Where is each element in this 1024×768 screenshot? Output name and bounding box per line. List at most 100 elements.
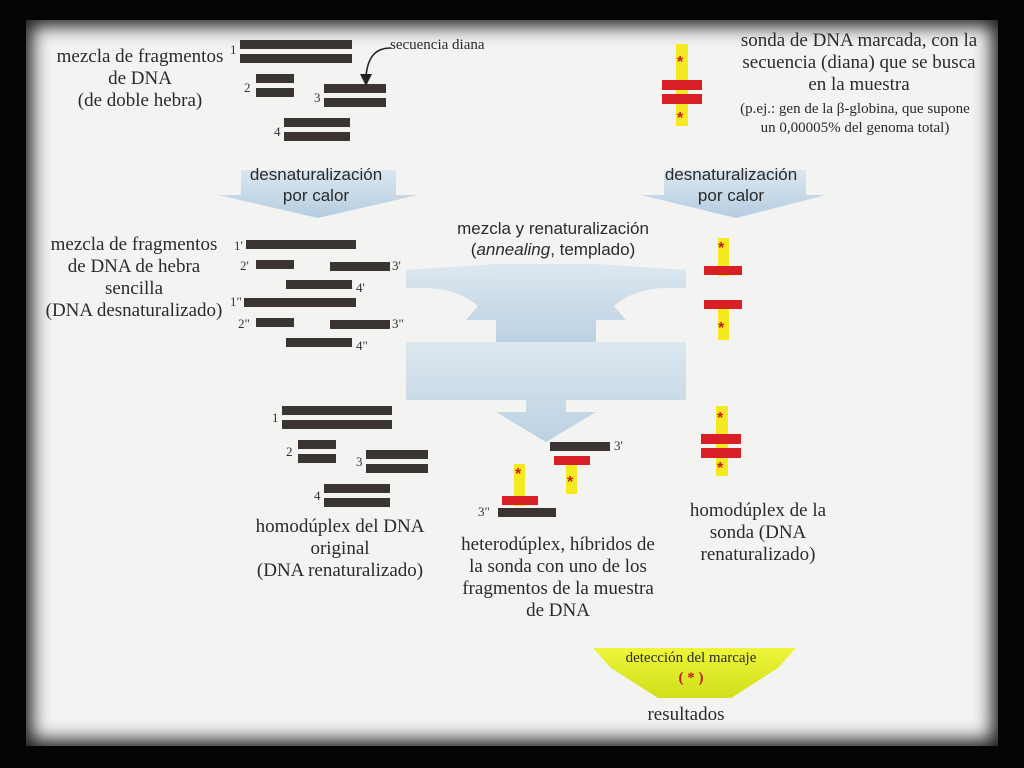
- dna-strand-target: [498, 508, 556, 517]
- denaturation-label-right: desnaturalización por calor: [656, 164, 806, 206]
- probe-marker: [718, 300, 729, 340]
- dna-single-strand: [286, 338, 352, 347]
- fragment-number-4: 4: [314, 488, 321, 503]
- homoduplex-probe-line: sonda (DNA: [709, 522, 807, 543]
- dna-strand: [324, 484, 390, 493]
- annealing-label: mezcla y renaturalización (annealing, te…: [438, 218, 668, 260]
- strand-number: 4': [356, 280, 365, 295]
- fragment-number-1: 1: [272, 410, 279, 425]
- single-strand-title-line: (DNA desnaturalizado): [45, 300, 223, 321]
- annealing-label-line: mezcla y renaturalización: [457, 219, 649, 238]
- homoduplex-dna-line: homodúplex del DNA: [255, 516, 425, 537]
- annealing-italic: annealing: [476, 240, 551, 259]
- heteroduplex-label: heterodúplex, híbridos de la sonda con u…: [458, 534, 658, 622]
- fragment-number-3: 3: [314, 90, 321, 105]
- mixture-title-line: mezcla de fragmentos: [56, 46, 224, 67]
- denaturation-label-left: desnaturalización por calor: [241, 164, 391, 206]
- strand-number: 2': [240, 258, 249, 273]
- dna-strand: [284, 132, 350, 141]
- probe-marker: [514, 464, 525, 506]
- annealing-label-line: (annealing, templado): [438, 239, 668, 260]
- strand-number: 2": [238, 316, 250, 331]
- fragment-number-4: 4: [274, 124, 281, 139]
- probe-strand: [554, 456, 590, 465]
- label-asterisk-icon: *: [718, 320, 725, 337]
- detection-arrow: [593, 648, 796, 698]
- denaturation-label-line: desnaturalización: [664, 165, 798, 184]
- label-asterisk-icon: *: [717, 410, 724, 427]
- heteroduplex-line: fragmentos de la muestra: [462, 578, 654, 599]
- dna-strand: [256, 74, 294, 83]
- strand-number: 4": [356, 338, 368, 353]
- probe-strand: [701, 434, 741, 444]
- probe-strand: [662, 94, 702, 104]
- probe-example: (p.ej.: gen de la β-globina, que supone …: [720, 100, 990, 138]
- target-sequence-label: secuencia diana: [390, 37, 485, 53]
- dna-strand: [366, 450, 428, 459]
- dna-single-strand: [246, 240, 356, 249]
- homoduplex-probe-label: homodúplex de la sonda (DNA renaturaliza…: [678, 500, 838, 566]
- homoduplex-probe-line: renaturalizado): [700, 544, 816, 565]
- single-strand-title-line: de DNA de hebra: [67, 256, 201, 277]
- arrows-layer: [218, 170, 826, 698]
- probe-title-line: en la muestra: [808, 74, 910, 95]
- strand-number: 1": [230, 294, 242, 309]
- detection-label: detección del marcaje ( * ): [596, 648, 786, 688]
- dna-single-strand: [256, 260, 294, 269]
- probe-title: sonda de DNA marcada, con la secuencia (…: [728, 30, 990, 96]
- fragment-number-1: 1: [230, 42, 237, 57]
- label-asterisk-icon: *: [677, 110, 684, 127]
- denaturation-arrow-right: [641, 170, 826, 218]
- label-asterisk-icon: *: [717, 460, 724, 477]
- probe-strand: [701, 448, 741, 458]
- annealing-merge-arrow: [406, 264, 686, 442]
- homoduplex-dna-line: original: [310, 538, 370, 559]
- single-strand-title-line: mezcla de fragmentos: [50, 234, 218, 255]
- probe-example-line: un 0,00005% del genoma total): [760, 120, 950, 136]
- detection-line: ( * ): [678, 670, 704, 686]
- dna-strand-target: [550, 442, 610, 451]
- homoduplex-probe-line: homodúplex de la: [689, 500, 827, 521]
- heteroduplex-line: la sonda con uno de los: [469, 556, 647, 577]
- dna-single-strand: [286, 280, 352, 289]
- mixture-title-line: (de doble hebra): [77, 90, 203, 111]
- probe-example-line: (p.ej.: gen de la β-globina, que supone: [740, 101, 970, 117]
- probe-strand: [662, 80, 702, 90]
- probe-single-strand: [704, 266, 742, 275]
- probe-marker: [566, 456, 577, 494]
- strand-number: 3': [392, 258, 401, 273]
- dna-single-strand: [244, 298, 356, 307]
- fragment-number-2: 2: [244, 80, 251, 95]
- dna-strand: [298, 454, 336, 463]
- probe-strand: [502, 496, 538, 505]
- dna-single-strand: [330, 262, 390, 271]
- homoduplex-dna-label: homodúplex del DNA original (DNA renatur…: [240, 516, 440, 582]
- fragment-number-3: 3: [356, 454, 363, 469]
- dna-single-strand: [330, 320, 390, 329]
- denaturation-label-line: por calor: [697, 186, 765, 205]
- fragment-number-2: 2: [286, 444, 293, 459]
- strand-number: 3': [614, 438, 623, 453]
- dna-strand: [324, 98, 386, 107]
- denaturation-label-line: desnaturalización: [249, 165, 383, 184]
- annealing-rest: , templado): [550, 240, 636, 259]
- probe-title-line: sonda de DNA marcada, con la: [740, 30, 978, 51]
- label-asterisk-icon: *: [718, 240, 725, 257]
- dna-strand: [324, 498, 390, 507]
- dna-strand: [298, 440, 336, 449]
- dna-strand: [240, 54, 352, 63]
- dna-strand: [282, 420, 392, 429]
- paren-open: (: [470, 240, 477, 259]
- target-pointer-arrow: [360, 47, 392, 86]
- label-asterisk-icon: *: [567, 474, 574, 491]
- strand-number: 3": [392, 316, 404, 331]
- single-strand-title-line: sencilla: [104, 278, 164, 299]
- mixture-title-line: de DNA: [108, 68, 172, 89]
- probe-title-line: secuencia (diana) que se busca: [742, 52, 976, 73]
- probe-marker: [718, 238, 729, 276]
- probe-single-strand: [704, 300, 742, 309]
- diagram-canvas: mezcla de fragmentos de DNA (de doble he…: [26, 20, 998, 746]
- results-label: resultados: [647, 704, 725, 725]
- heteroduplex-line: heterodúplex, híbridos de: [461, 534, 655, 555]
- homoduplex-dna-line: (DNA renaturalizado): [256, 560, 424, 581]
